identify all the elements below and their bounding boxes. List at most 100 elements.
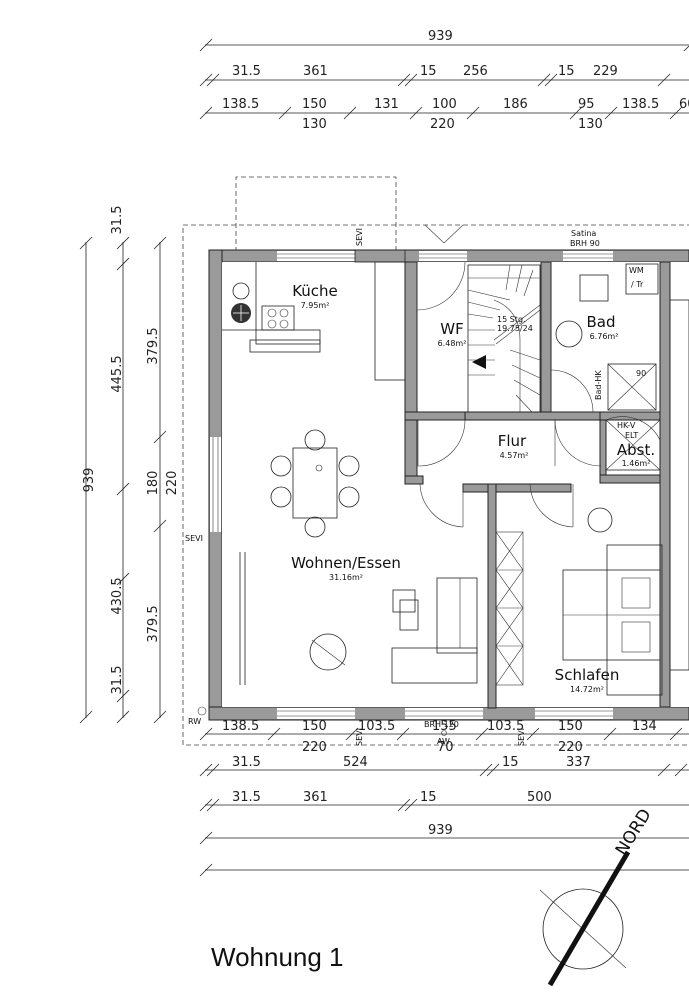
dim-bot-r1b-3: 220 xyxy=(558,740,583,755)
bathroom-fixtures: WM / Tr 90 Bad-HK HK-V ELT Satina BRH 90 xyxy=(555,229,661,471)
dim-bot-r1b-1: 220 xyxy=(302,740,327,755)
dim-bot-r3-2: 361 xyxy=(303,790,328,805)
misc-labels: SEVI SEVI SEVI SEVI RW BRH 120 AW xyxy=(185,228,526,746)
dining-table xyxy=(270,429,360,538)
brh120-label: BRH 120 xyxy=(424,720,459,729)
dim-top-r3b-2: 220 xyxy=(430,117,455,132)
dim-left-total: 939 xyxy=(82,468,97,493)
dim-bot-r2-1: 31.5 xyxy=(232,755,261,770)
bedroom-furniture xyxy=(562,507,663,696)
sevi-bottom-left-label: SEVI xyxy=(355,728,364,746)
doors xyxy=(416,261,661,528)
walls xyxy=(208,249,689,721)
dim-bot-r1-1: 138.5 xyxy=(222,719,259,734)
dim-top-r3-8: 60 xyxy=(679,97,689,112)
dim-bot-r1-5: 103.5 xyxy=(487,719,524,734)
dim-left-m5: 31.5 xyxy=(110,666,125,695)
left-dimensions: 939 31.5 445.5 180 430.5 31.5 379.5 220 … xyxy=(79,206,180,724)
sevi-top-label: SEVI xyxy=(355,228,364,246)
wm-label: WM xyxy=(629,266,644,275)
dim-bot-r1-2: 150 xyxy=(302,719,327,734)
dim-bot-r3-3: 15 xyxy=(420,790,437,805)
dim-top-r3-1: 138.5 xyxy=(222,97,259,112)
dim-top-r3-6: 95 xyxy=(578,97,595,112)
room-wf-area: 6.48m² xyxy=(438,339,467,348)
dim-bot-r2-2: 524 xyxy=(343,755,368,770)
room-wohnen-name: Wohnen/Essen xyxy=(291,554,401,572)
shower-size: 90 xyxy=(636,369,646,378)
north-arrow: NORD xyxy=(539,805,656,987)
sevi-left-label: SEVI xyxy=(185,534,203,543)
stairs-ratio: 19.75/24 xyxy=(497,324,533,333)
dim-bot-r1-7: 134 xyxy=(632,719,657,734)
property-outline xyxy=(182,224,689,746)
dim-bot-r1-3: 103.5 xyxy=(358,719,395,734)
room-wf-name: WF xyxy=(440,320,463,338)
rainwater-pipe xyxy=(197,706,207,716)
room-wohnen-area: 31.16m² xyxy=(329,573,363,582)
rw-label: RW xyxy=(188,717,201,726)
room-flur-name: Flur xyxy=(498,432,527,450)
dim-bot-r2-4: 337 xyxy=(566,755,591,770)
dim-top-total: 939 xyxy=(428,29,453,44)
dim-top-r3-2: 150 xyxy=(302,97,327,112)
room-bad-name: Bad xyxy=(586,313,615,331)
dim-top-r3-3: 131 xyxy=(374,97,399,112)
bottom-dimensions: 138.5 150 103.5 155 103.5 150 134 220 70… xyxy=(199,719,689,877)
dim-top-r3b-3: 130 xyxy=(578,117,603,132)
sevi-bottom-right-label: SEVI xyxy=(517,728,526,746)
dim-left-i2: 220 xyxy=(165,471,180,496)
dim-left-m4: 430.5 xyxy=(110,577,125,614)
north-label: NORD xyxy=(612,805,656,859)
room-flur-area: 4.57m² xyxy=(500,451,529,460)
dim-bot-r1-6: 150 xyxy=(558,719,583,734)
top-dimensions: 939 31.5 361 15 256 15 229 138.5 150 131… xyxy=(199,29,689,132)
dim-top-r2-4: 256 xyxy=(463,64,488,79)
dim-left-i3: 379.5 xyxy=(146,605,161,642)
dim-top-r3-7: 138.5 xyxy=(622,97,659,112)
room-bad-area: 6.76m² xyxy=(590,332,619,341)
dim-bot-r1-4: 155 xyxy=(432,719,457,734)
dim-top-r2-2: 361 xyxy=(303,64,328,79)
dim-left-i1: 379.5 xyxy=(146,327,161,364)
dim-bot-r3-4: 500 xyxy=(527,790,552,805)
dim-left-m1: 31.5 xyxy=(110,206,125,235)
dim-bot-total: 939 xyxy=(428,823,453,838)
tr-label: / Tr xyxy=(631,280,644,289)
dim-top-r2-5: 15 xyxy=(558,64,575,79)
living-furniture xyxy=(239,552,478,685)
right-cabinet xyxy=(669,299,689,671)
brh90-label: BRH 90 xyxy=(570,239,600,248)
hkv-label: HK-V xyxy=(617,421,636,430)
dim-top-r2-3: 15 xyxy=(420,64,437,79)
dim-top-r3-4: 100 xyxy=(432,97,457,112)
room-schlafen-area: 14.72m² xyxy=(570,685,604,694)
room-kueche-area: 7.95m² xyxy=(301,301,330,310)
stairs-count: 15 Stg. xyxy=(497,315,526,324)
room-abst-name: Abst. xyxy=(617,441,655,459)
kitchen-fixtures xyxy=(222,262,321,353)
dim-top-r3-5: 186 xyxy=(503,97,528,112)
room-kueche-name: Küche xyxy=(292,282,338,300)
dim-top-r2-6: 229 xyxy=(593,64,618,79)
satina-label: Satina xyxy=(571,229,596,238)
aw-label: AW xyxy=(437,737,450,746)
dim-left-m2: 445.5 xyxy=(110,355,125,392)
plan-title: Wohnung 1 xyxy=(211,942,344,972)
room-labels: Küche 7.95m² WF 6.48m² Bad 6.76m² Flur 4… xyxy=(291,282,655,694)
aw-point xyxy=(441,730,447,736)
elt-label: ELT xyxy=(625,431,638,440)
room-abst-area: 1.46m² xyxy=(622,459,651,468)
room-schlafen-name: Schlafen xyxy=(555,666,620,684)
entry-marker xyxy=(424,224,464,244)
dim-bot-r2-3: 15 xyxy=(502,755,519,770)
terrace-outline xyxy=(235,176,397,252)
dim-left-m3: 180 xyxy=(146,471,161,496)
staircase: 15 Stg. 19.75/24 xyxy=(467,264,541,413)
dim-top-r3b-1: 130 xyxy=(302,117,327,132)
dim-bot-r3-1: 31.5 xyxy=(232,790,261,805)
wardrobe xyxy=(495,531,524,686)
dim-top-r2-1: 31.5 xyxy=(232,64,261,79)
bad-hk-label: Bad-HK xyxy=(594,370,603,400)
